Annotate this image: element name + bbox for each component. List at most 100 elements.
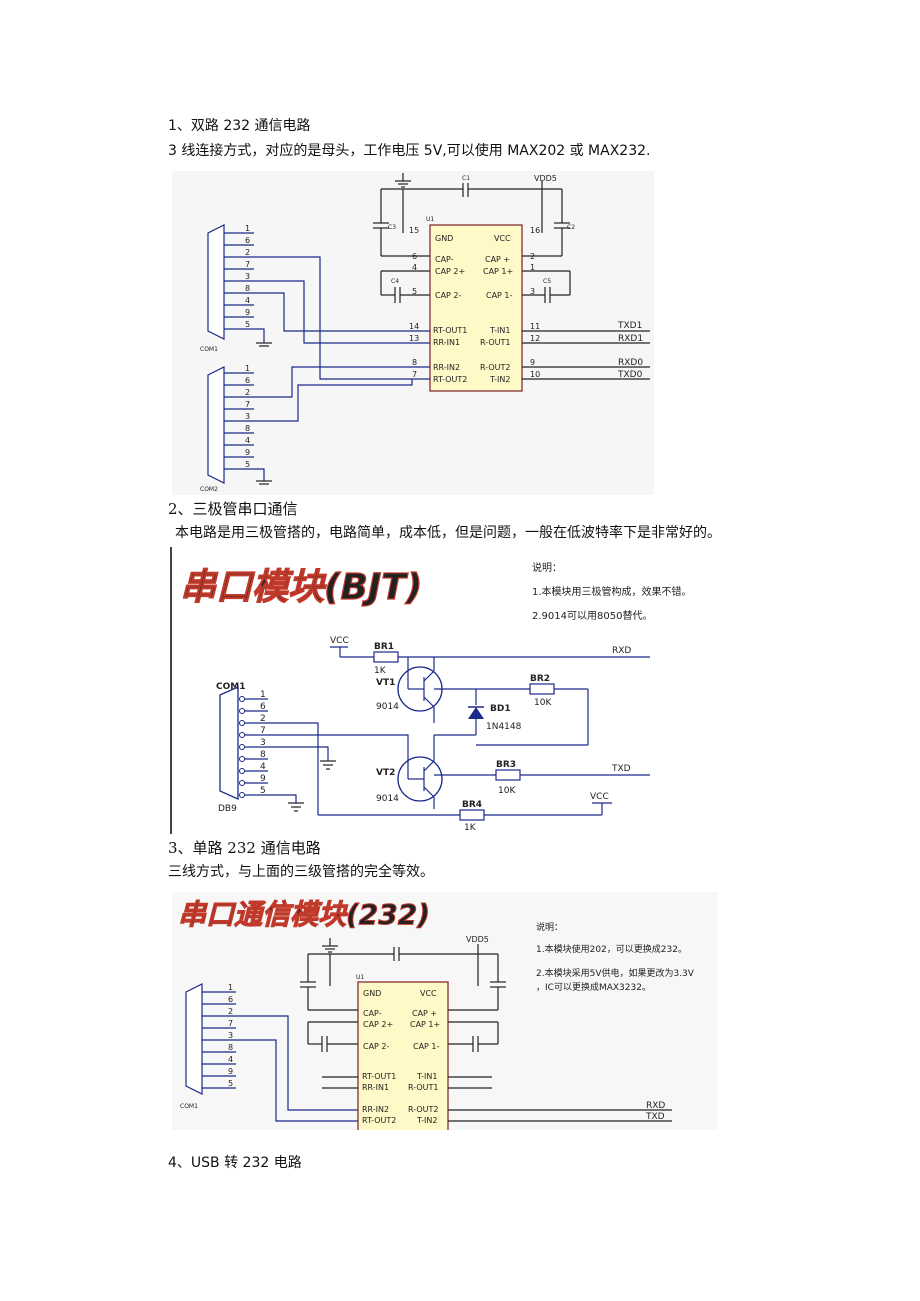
- bjt-serial-schematic: 串口模块(BJT) 说明： 1.本模块用三极管构成，效果不错。 2.9014可以…: [170, 547, 708, 834]
- 232-pin-cap2-minus: CAP 2-: [363, 1042, 390, 1051]
- ic-pin-t-in2: T-IN2: [489, 375, 510, 384]
- section-3-title: 3、单路 232 通信电路: [168, 839, 321, 857]
- br2-label: BR2: [530, 674, 550, 684]
- pin-num-16: 16: [530, 226, 540, 235]
- 232-rxd-label: RXD: [646, 1101, 665, 1111]
- br3-value: 10K: [498, 786, 516, 796]
- db9-connector: [219, 685, 239, 801]
- db9a-pin-7: 7: [245, 260, 250, 269]
- 232-db9-pin-1: 1: [228, 983, 233, 992]
- 232-vdd5-label: VDD5: [466, 935, 489, 944]
- ic-pin-r-out2: R-OUT2: [480, 363, 510, 372]
- bjt-note-title: 说明：: [532, 561, 562, 574]
- pin-num-12: 12: [530, 334, 540, 343]
- section-2-description: 本电路是用三极管搭的，电路简单，成本低，但是问题，一般在低波特率下是非常好的。: [175, 525, 721, 541]
- br4-value: 1K: [464, 823, 477, 833]
- 232-pin-cap-minus: CAP-: [363, 1009, 382, 1018]
- c4-label: C4: [391, 278, 399, 285]
- 232-db9-pin-5: 5: [228, 1079, 233, 1088]
- br1-value: 1K: [374, 666, 387, 676]
- 232-db9-pin-8: 8: [228, 1043, 233, 1052]
- signal-rxd1: RXD1: [618, 334, 643, 344]
- c1-label: C1: [462, 175, 470, 182]
- 232-pin-gnd: GND: [363, 989, 381, 998]
- 232-pin-vcc: VCC: [420, 989, 437, 998]
- 232-note-1: 1.本模块使用202，可以更换成232。: [536, 943, 687, 955]
- bd1-label: BD1: [490, 704, 511, 714]
- bjt-db9-pin-8: 8: [260, 750, 266, 760]
- br3-label: BR3: [496, 760, 516, 770]
- pin-num-10: 10: [530, 370, 540, 379]
- txd-label: TXD: [611, 764, 631, 774]
- ic-pin-cap-plus: CAP +: [485, 255, 510, 264]
- ic-pin-t-in1: T-IN1: [489, 326, 510, 335]
- 232-ic-label: U1: [356, 974, 364, 981]
- bd1-diode: [468, 707, 484, 719]
- 232-pin-rt-out2: RT-OUT2: [362, 1116, 396, 1125]
- ic-pin-gnd: GND: [435, 234, 453, 243]
- pin-num-13: 13: [409, 334, 419, 343]
- ic-pin-rr-in1: RR-IN1: [433, 338, 460, 347]
- br1-resistor: [373, 651, 399, 663]
- db9b-pin-6: 6: [245, 376, 250, 385]
- u1-label: U1: [426, 216, 434, 223]
- ic-pin-cap1-plus: CAP 1+: [483, 267, 513, 276]
- ic-pin-cap2-minus: CAP 2-: [435, 291, 462, 300]
- 232-db9-connector: [185, 983, 203, 1095]
- 232-txd-label: TXD: [645, 1112, 665, 1122]
- br3-resistor: [495, 769, 521, 781]
- 232-com1-label: COM1: [180, 1103, 198, 1110]
- db9a-pin-9: 9: [245, 308, 250, 317]
- pin-num-3: 3: [530, 287, 535, 296]
- 232-pin-rt-out1: RT-OUT1: [362, 1072, 396, 1081]
- c2-label: C2: [567, 224, 575, 231]
- c3-label: C3: [388, 224, 396, 231]
- pin-num-6: 6: [412, 252, 417, 261]
- signal-rxd0: RXD0: [618, 358, 643, 368]
- br2-value: 10K: [534, 698, 552, 708]
- vt1-label: VT1: [376, 678, 395, 688]
- db9a-pin-8: 8: [245, 284, 250, 293]
- bjt-db9-pin-9: 9: [260, 774, 266, 784]
- com1-label: COM1: [200, 346, 218, 353]
- com2-label: COM2: [200, 486, 218, 493]
- br2-resistor: [529, 683, 555, 695]
- ic-pin-vcc: VCC: [494, 234, 511, 243]
- bjt-note-1: 1.本模块用三极管构成，效果不错。: [532, 585, 692, 598]
- bd1-part: 1N4148: [486, 722, 522, 732]
- signal-txd0: TXD0: [617, 370, 643, 380]
- 232-ic-body: [357, 981, 449, 1130]
- db9a-pin-1: 1: [245, 224, 250, 233]
- pin-num-8: 8: [412, 358, 417, 367]
- bjt-db9-pin-7: 7: [260, 726, 266, 736]
- db9a-pin-5: 5: [245, 320, 250, 329]
- 232-db9-pin-2: 2: [228, 1007, 233, 1016]
- db9a-pin-2: 2: [245, 248, 250, 257]
- pin-num-4: 4: [412, 263, 417, 272]
- db9a-pin-6: 6: [245, 236, 250, 245]
- vcc-top: VCC: [330, 636, 349, 646]
- vdd5-label: VDD5: [534, 174, 557, 183]
- ic-pin-rt-out1: RT-OUT1: [433, 326, 467, 335]
- db9b-pin-7: 7: [245, 400, 250, 409]
- 232-pin-rr-in1: RR-IN1: [362, 1083, 389, 1092]
- 232-pin-t-in2: T-IN2: [416, 1116, 437, 1125]
- pin-num-15: 15: [409, 226, 419, 235]
- br4-label: BR4: [462, 800, 482, 810]
- 232-pin-cap1-plus: CAP 1+: [410, 1020, 440, 1029]
- ic-pin-rr-in2: RR-IN2: [433, 363, 460, 372]
- pin-num-9: 9: [530, 358, 535, 367]
- section-2-title: 2、三极管串口通信: [168, 500, 298, 518]
- bjt-db9-pin-4: 4: [260, 762, 266, 772]
- vcc-bottom: VCC: [590, 792, 609, 802]
- 232-pin-r-out1: R-OUT1: [408, 1083, 438, 1092]
- 232-db9-pin-4: 4: [228, 1055, 233, 1064]
- vt2-part: 9014: [376, 794, 399, 804]
- 232-db9-pin-9: 9: [228, 1067, 233, 1076]
- pin-num-1: 1: [530, 263, 535, 272]
- vt1-part: 9014: [376, 702, 399, 712]
- pin-num-5: 5: [412, 287, 417, 296]
- ic-pin-cap2-plus: CAP 2+: [435, 267, 465, 276]
- 232-db9-pin-3: 3: [228, 1031, 233, 1040]
- section-3-description: 三线方式，与上面的三级管搭的完全等效。: [168, 864, 434, 880]
